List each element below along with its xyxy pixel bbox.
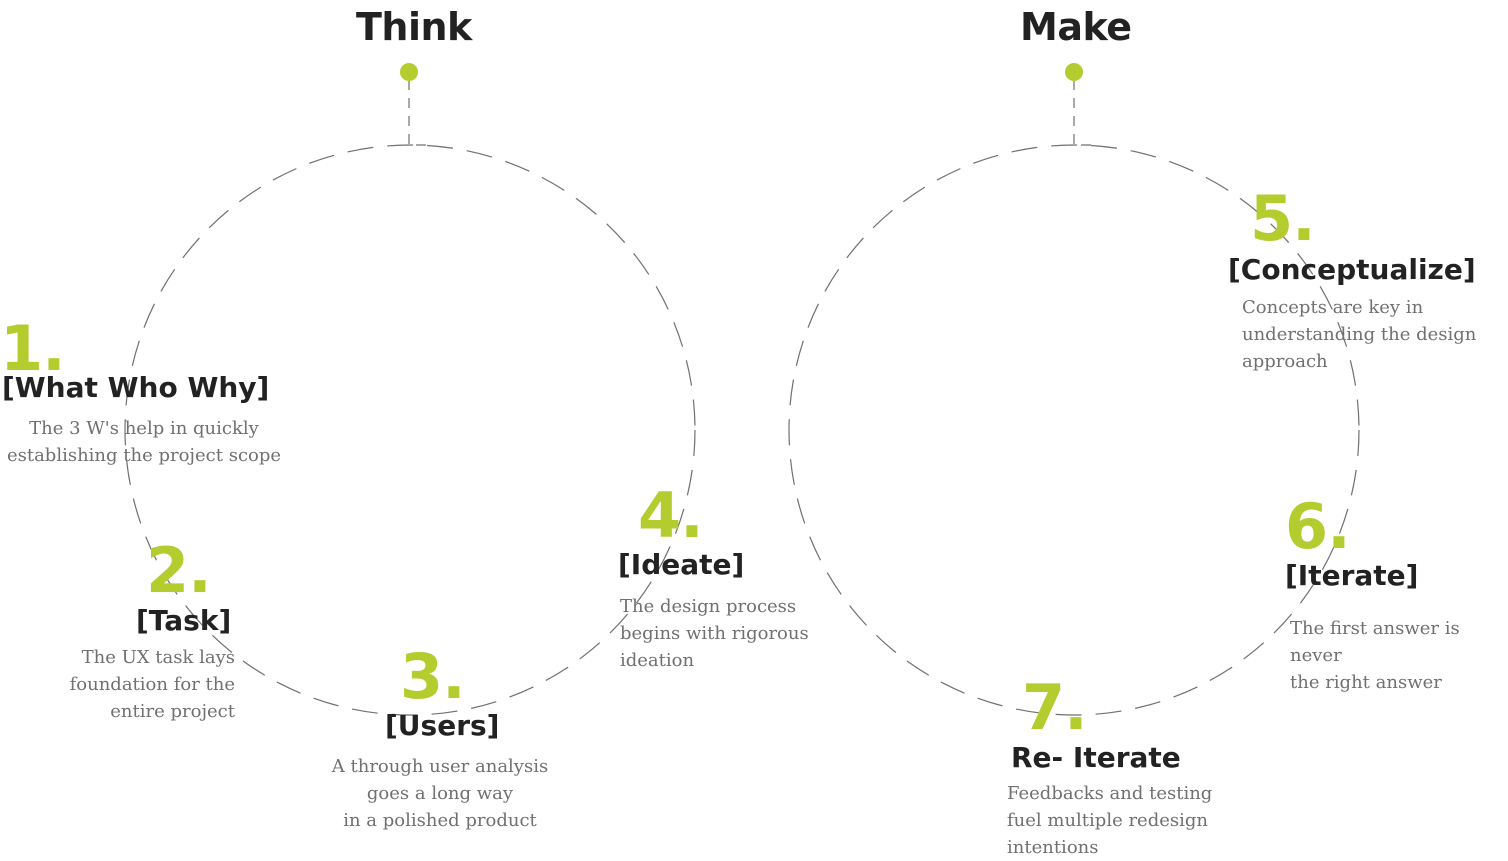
make-stem (1073, 80, 1092, 146)
think-heading: Think (356, 5, 472, 49)
step-5-number: 5. (1250, 182, 1316, 255)
step-3-number: 3. (400, 640, 466, 713)
dashed-connectors (124, 144, 1360, 716)
step-7-description: Feedbacks and testing fuel multiple rede… (1007, 783, 1213, 858)
step-3-title: [Users] (385, 709, 500, 742)
step-4-description: The design process begins with rigorous … (620, 596, 809, 671)
step-5-title: [Conceptualize] (1228, 253, 1476, 286)
step-1-title: [What Who Why] (2, 371, 270, 404)
step-2-number: 2. (146, 534, 212, 607)
step-2-description: The UX task lays foundation for the enti… (69, 647, 235, 722)
think-stem (408, 80, 428, 146)
step-5-description: Concepts are key in understanding the de… (1242, 297, 1477, 372)
step-4-title: [Ideate] (618, 548, 745, 581)
make-dot (1065, 63, 1083, 81)
step-6-title: [Iterate] (1285, 559, 1419, 592)
step-1-description: The 3 W's help in quickly establishing t… (6, 418, 282, 466)
step-1-number: 1. (0, 312, 66, 385)
step-3-description: A through user analysis goes a long way … (331, 756, 549, 831)
step-2-title: [Task] (136, 604, 232, 637)
make-heading: Make (1020, 5, 1132, 49)
make-cycle-ring (788, 144, 1360, 716)
step-4-number: 4. (638, 479, 704, 552)
step-6-number: 6. (1285, 490, 1351, 563)
think-cycle-ring (124, 144, 696, 716)
step-7-title: Re- Iterate (1011, 741, 1181, 774)
think-dot (400, 63, 418, 81)
step-6-description: The first answer is never the right answ… (1290, 618, 1460, 693)
step-7-number: 7. (1022, 671, 1088, 744)
phase-stems (408, 80, 1092, 146)
